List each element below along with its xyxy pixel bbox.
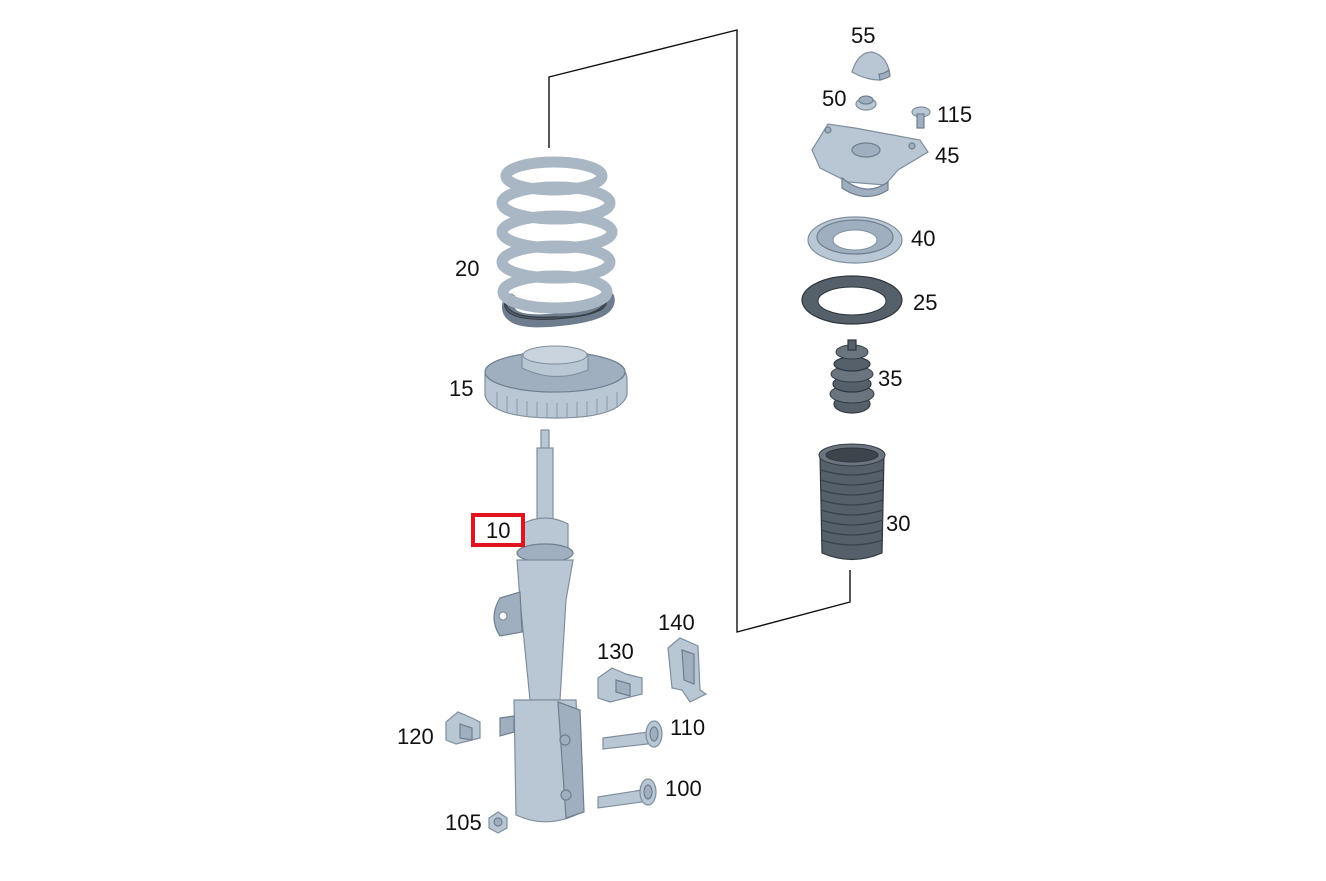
part-45-strut-mount[interactable] xyxy=(811,123,929,198)
label-20: 20 xyxy=(455,256,479,281)
part-105-nut[interactable] xyxy=(488,811,508,834)
part-120-clip[interactable] xyxy=(445,711,481,745)
part-55-top-cap[interactable] xyxy=(851,51,891,81)
part-25-rubber-ring[interactable] xyxy=(801,275,903,325)
label-55: 55 xyxy=(851,23,875,48)
label-130: 130 xyxy=(597,639,634,664)
label-140: 140 xyxy=(658,610,695,635)
label-110: 110 xyxy=(670,715,705,740)
part-40-bearing[interactable] xyxy=(807,216,903,264)
part-110-bolt[interactable] xyxy=(602,720,663,750)
label-30: 30 xyxy=(886,511,910,536)
part-130-clip[interactable] xyxy=(597,667,643,703)
label-15: 15 xyxy=(449,376,473,401)
label-50: 50 xyxy=(822,86,846,111)
part-100-bolt[interactable] xyxy=(597,778,657,809)
label-105: 105 xyxy=(445,810,482,835)
part-20-coil-spring[interactable] xyxy=(496,156,618,328)
assembly-leader-line xyxy=(548,29,851,633)
label-120: 120 xyxy=(397,724,434,749)
part-140-bracket[interactable] xyxy=(667,637,708,703)
part-115-bolt[interactable] xyxy=(911,106,931,129)
highlight-box-part-10 xyxy=(471,513,525,547)
part-15-spring-seat[interactable] xyxy=(484,345,628,419)
label-25: 25 xyxy=(913,290,937,315)
part-35-bump-stop[interactable] xyxy=(829,339,875,414)
label-10[interactable]: 10 xyxy=(486,518,510,543)
label-100: 100 xyxy=(665,776,702,801)
part-10-shock-absorber[interactable] xyxy=(493,429,585,823)
label-40: 40 xyxy=(911,226,935,251)
label-45: 45 xyxy=(935,143,959,168)
part-50-nut[interactable] xyxy=(855,95,877,111)
label-115: 115 xyxy=(937,102,972,127)
label-35: 35 xyxy=(878,366,902,391)
part-30-dust-boot[interactable] xyxy=(818,443,886,561)
